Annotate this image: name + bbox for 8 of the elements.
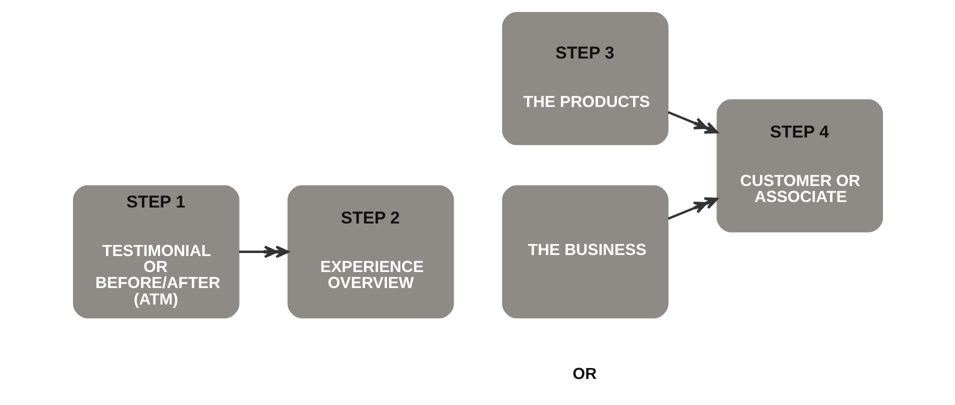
node-box: STEP 4 CUSTOMER OR ASSOCIATE (716, 99, 882, 232)
arrow (667, 111, 718, 134)
node-box: THE BUSINESS (502, 185, 668, 318)
node-box: STEP 3 THE PRODUCTS (502, 12, 668, 146)
node-box: STEP 1 TESTIMONIAL OR BEFORE/AFTER (ATM) (72, 185, 239, 318)
node-box: STEP 2 EXPERIENCE OVERVIEW (287, 185, 454, 318)
label: OR (572, 364, 596, 383)
arrow (238, 246, 289, 258)
